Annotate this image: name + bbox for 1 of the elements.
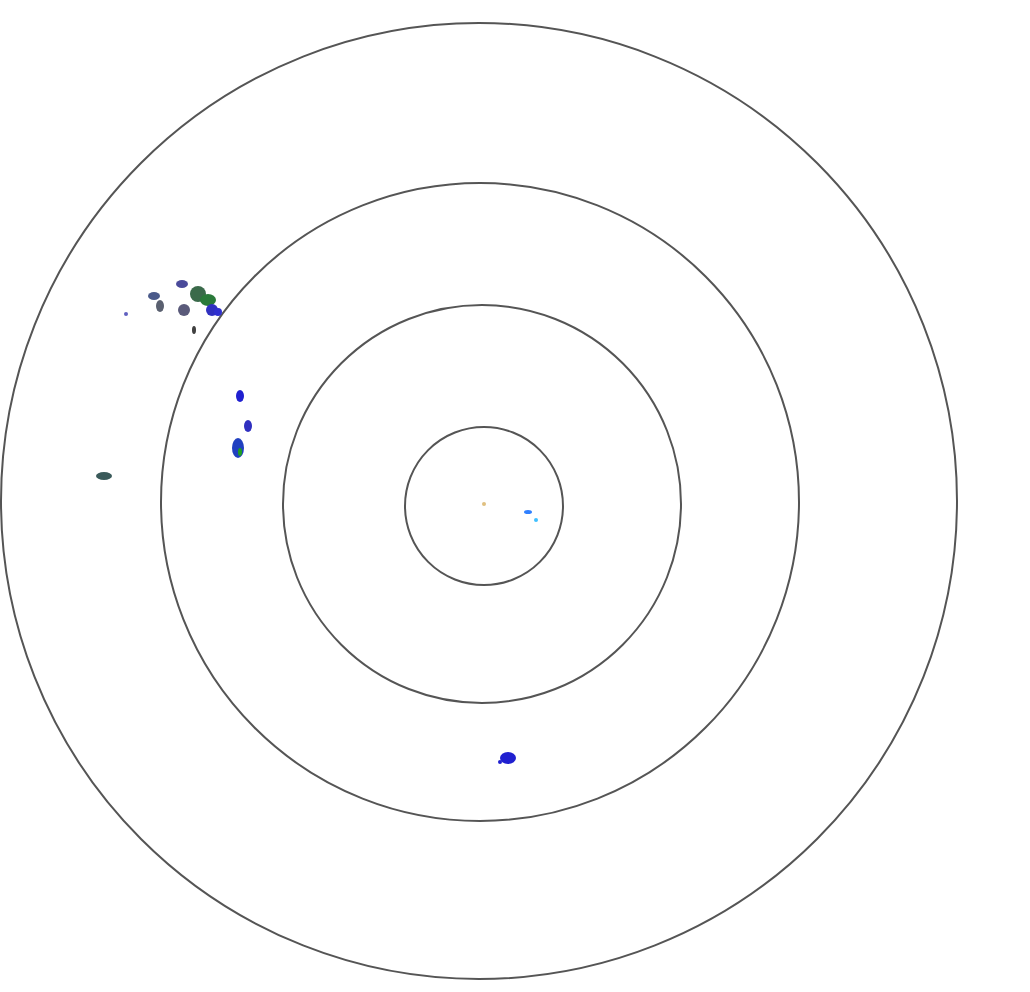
range-ring	[282, 304, 682, 704]
